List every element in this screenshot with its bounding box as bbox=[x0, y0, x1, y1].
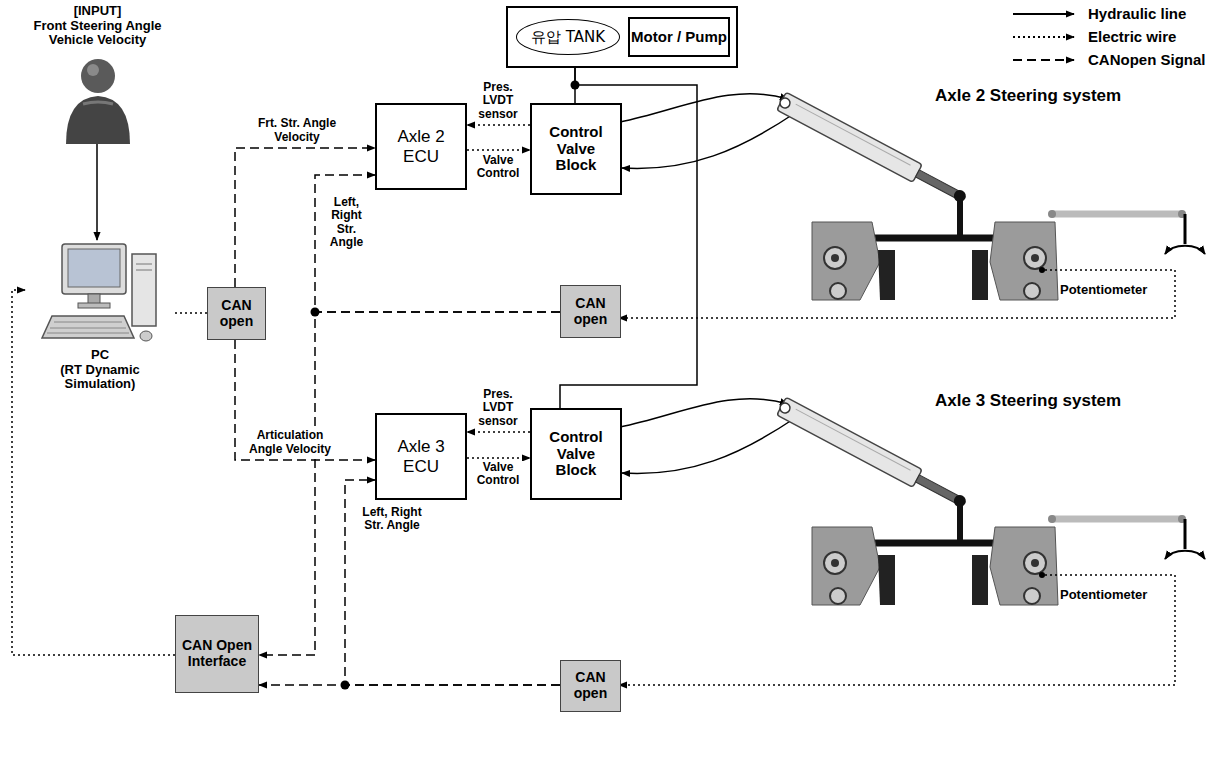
part-label: Potentiometer bbox=[1060, 282, 1147, 297]
axle-system-title: Axle 2 Steering system bbox=[935, 86, 1121, 106]
connector bbox=[96, 144, 98, 240]
pc-label: PC bbox=[91, 348, 109, 363]
legend-text: Electric wire bbox=[1088, 29, 1176, 46]
box-label: Axle 2 ECU bbox=[381, 127, 461, 165]
legend-sample bbox=[1010, 52, 1082, 68]
connector bbox=[315, 175, 560, 312]
edge-label: Left, Right Str. Angle bbox=[319, 196, 374, 250]
box-label: CAN open bbox=[212, 298, 261, 329]
tank-unit: 유압 TANK Motor / Pump bbox=[506, 6, 738, 68]
connector bbox=[259, 684, 560, 686]
input-body: Front Steering Angle Vehicle Velocity bbox=[20, 19, 175, 48]
box-label: Control Valve Block bbox=[536, 429, 616, 479]
box-label: CAN Open Interface bbox=[180, 638, 254, 669]
motor-pump-label: Motor / Pump bbox=[631, 29, 727, 46]
connector bbox=[259, 312, 560, 655]
canopen-module: CAN open bbox=[560, 285, 621, 338]
box-label: CAN open bbox=[565, 296, 616, 327]
box-label: CAN open bbox=[565, 670, 616, 701]
operator-input: [INPUT]Front Steering Angle Vehicle Velo… bbox=[20, 4, 175, 144]
edge-label: Pres. LVDT sensor bbox=[467, 388, 529, 428]
connector bbox=[345, 480, 560, 685]
ecu-box: Axle 2 ECU bbox=[375, 103, 467, 190]
edge-label: Frt. Str. Angle Velocity bbox=[242, 117, 352, 144]
connector bbox=[235, 340, 375, 460]
connector bbox=[175, 312, 207, 314]
canopen-module: CAN open bbox=[560, 660, 621, 712]
input-heading: [INPUT] bbox=[74, 4, 122, 19]
axle-system-title: Axle 3 Steering system bbox=[935, 391, 1121, 411]
person-icon bbox=[63, 56, 133, 144]
edge-label: Valve Control bbox=[467, 461, 529, 488]
connector bbox=[235, 148, 375, 287]
legend-row: Electric wire bbox=[1010, 29, 1176, 46]
connector bbox=[467, 124, 530, 126]
connector bbox=[467, 149, 530, 151]
tank-ellipse: 유압 TANK bbox=[516, 19, 620, 55]
part-label: Potentiometer bbox=[1060, 587, 1147, 602]
box-label: Control Valve Block bbox=[536, 124, 616, 174]
connector bbox=[12, 290, 175, 655]
control-valve-block: Control Valve Block bbox=[530, 103, 622, 195]
legend-row: CANopen Signal bbox=[1010, 52, 1206, 69]
edge-label: Articulation Angle Velocity bbox=[244, 429, 336, 456]
ecu-box: Axle 3 ECU bbox=[375, 413, 467, 500]
pc-sublabel: (RT Dynamic Simulation) bbox=[25, 363, 175, 392]
legend-sample bbox=[1010, 6, 1082, 22]
edge-label: Pres. LVDT sensor bbox=[467, 81, 529, 121]
canopen-interface: CAN Open Interface bbox=[175, 615, 259, 693]
legend-text: CANopen Signal bbox=[1088, 52, 1206, 69]
control-valve-block: Control Valve Block bbox=[530, 408, 622, 500]
edge-label: Valve Control bbox=[467, 154, 529, 181]
canopen-module: CAN open bbox=[207, 287, 266, 340]
pc-icon bbox=[40, 240, 160, 345]
tank-label: 유압 TANK bbox=[531, 29, 605, 46]
legend-row: Hydraulic line bbox=[1010, 6, 1186, 23]
connector bbox=[467, 431, 530, 433]
legend-text: Hydraulic line bbox=[1088, 6, 1186, 23]
box-label: Axle 3 ECU bbox=[381, 437, 461, 475]
connector bbox=[467, 457, 530, 459]
pc-workstation: PC(RT Dynamic Simulation) bbox=[25, 240, 175, 392]
legend-sample bbox=[1010, 29, 1082, 45]
edge-label: Left, Right Str. Angle bbox=[352, 506, 432, 533]
motor-pump-box: Motor / Pump bbox=[628, 17, 730, 57]
